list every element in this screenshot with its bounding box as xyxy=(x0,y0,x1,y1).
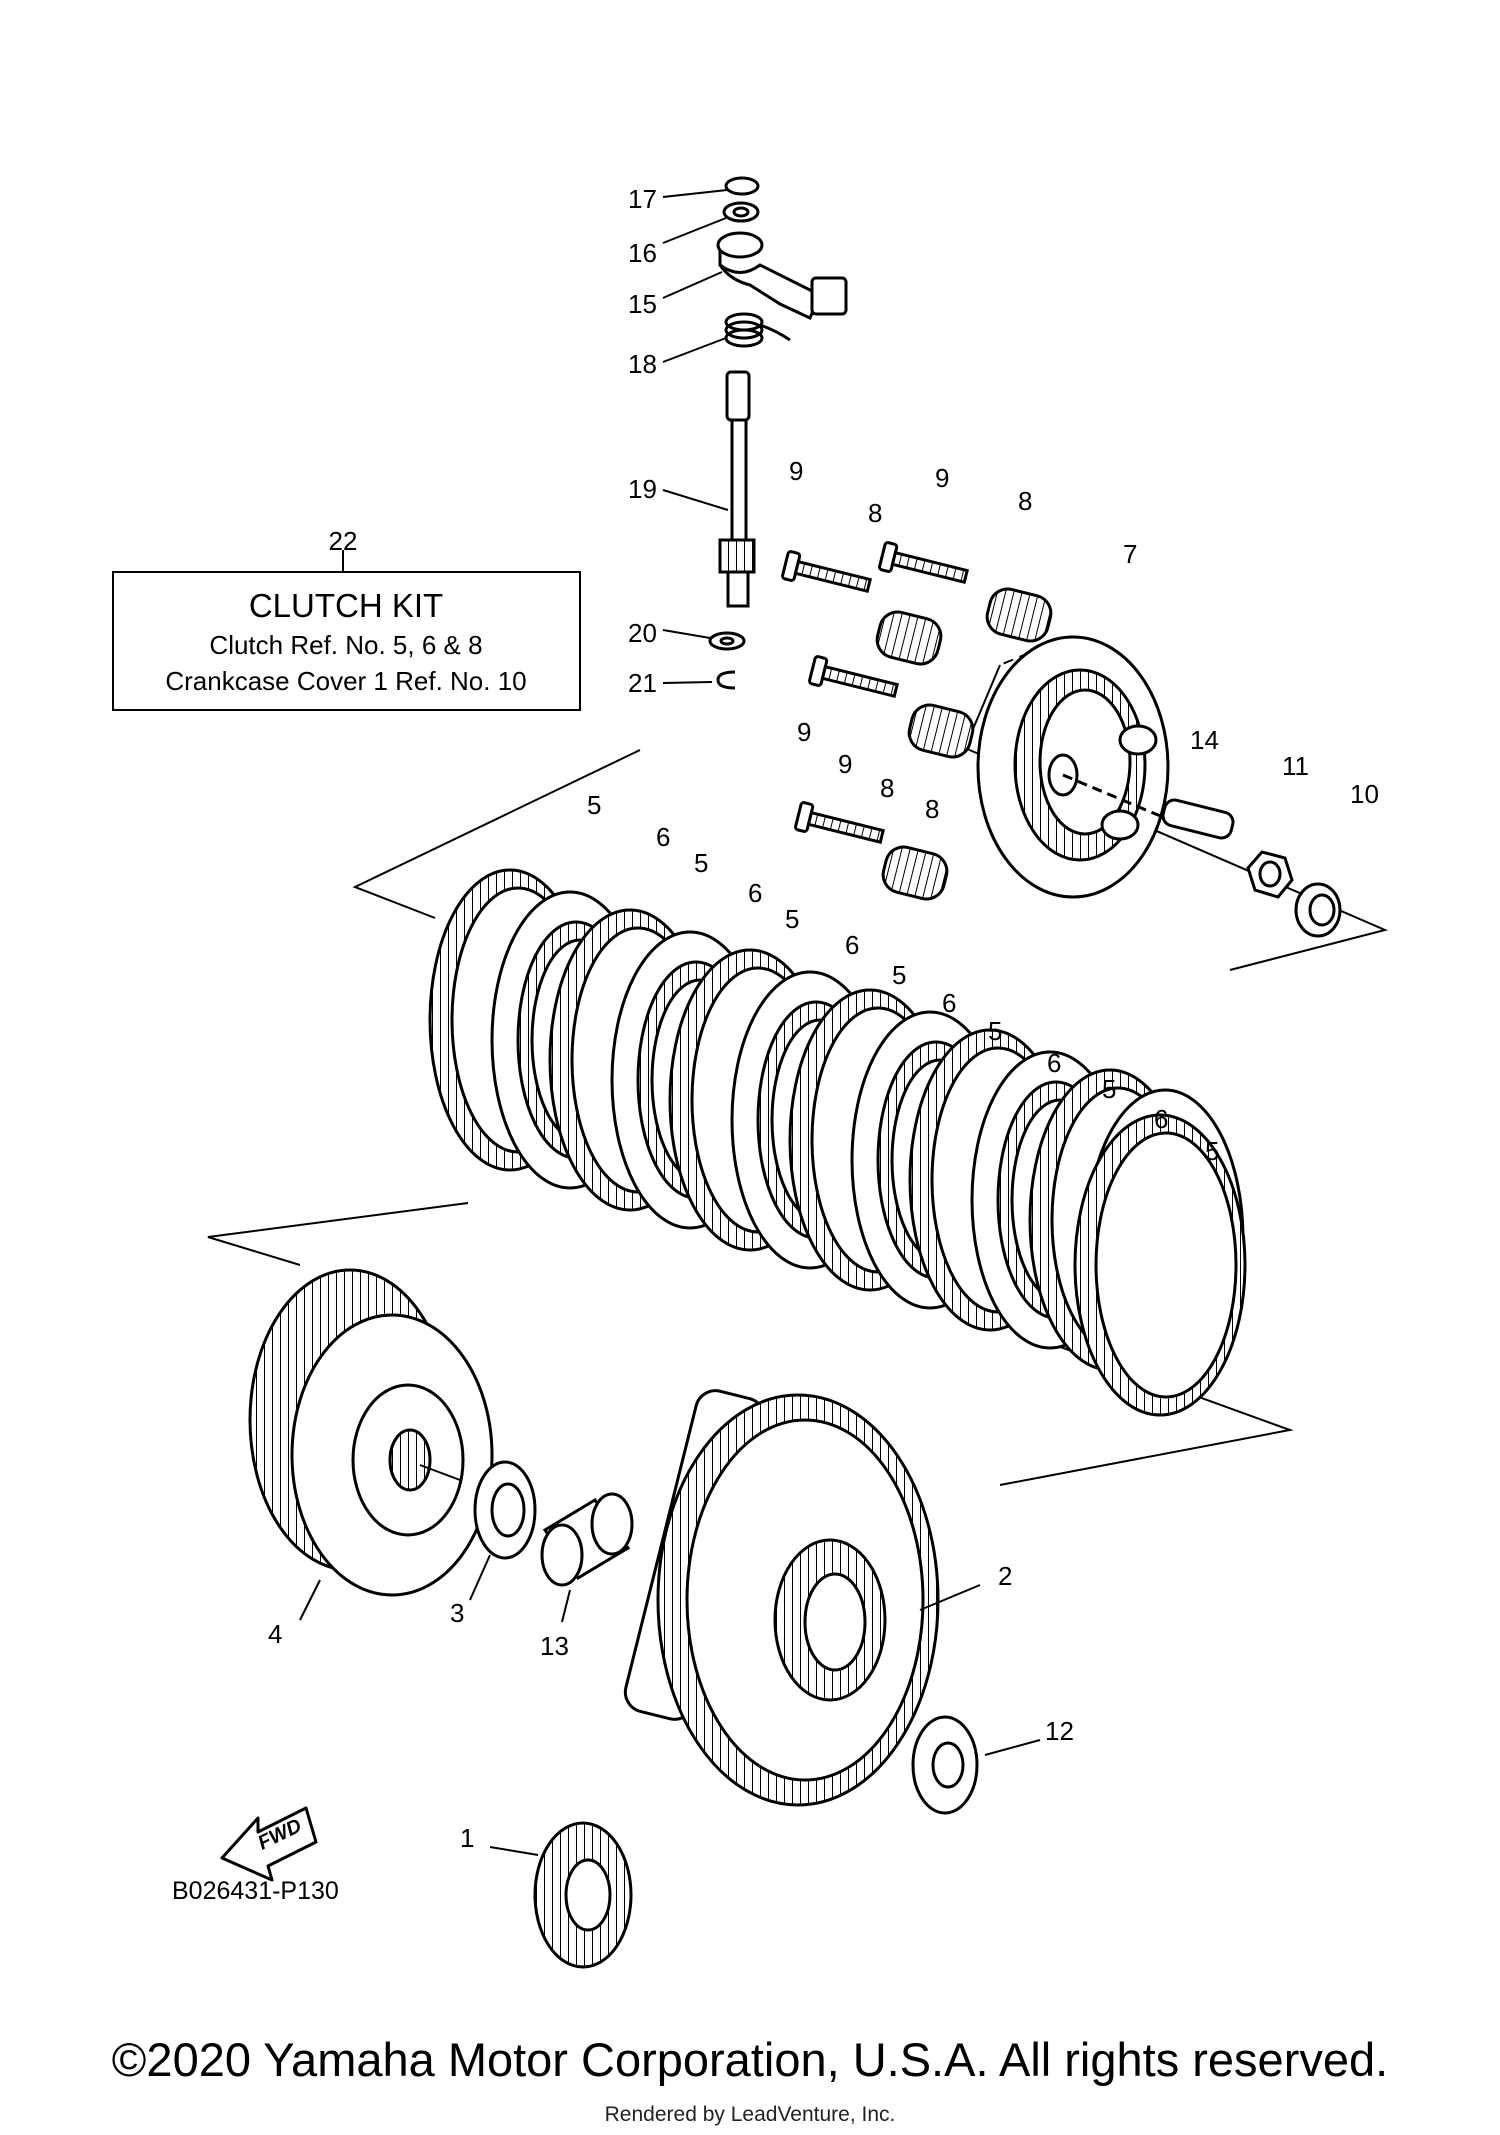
part-16-washer xyxy=(662,201,760,244)
callout-5c: 5 xyxy=(785,904,799,934)
callout-15: 15 xyxy=(628,289,657,319)
clutch-exploded-diagram: 22 CLUTCH KIT Clutch Ref. No. 5, 6 & 8 C… xyxy=(112,176,1389,1969)
callout-6d: 6 xyxy=(942,988,956,1018)
callout-18: 18 xyxy=(628,349,657,379)
clutch-plate-stack xyxy=(428,868,1247,1417)
part-11-nut xyxy=(1246,850,1294,899)
callout-5g: 5 xyxy=(1205,1136,1219,1166)
part-19-push-lever-shaft xyxy=(662,370,756,608)
kit-title: CLUTCH KIT xyxy=(249,587,443,624)
part-10-lock-washer xyxy=(1294,882,1342,938)
callout-8d: 8 xyxy=(925,794,939,824)
callout-2: 2 xyxy=(998,1561,1012,1591)
callout-8a: 8 xyxy=(868,498,882,528)
callout-5f: 5 xyxy=(1102,1074,1116,1104)
copyright-notice: ©2020 Yamaha Motor Corporation, U.S.A. A… xyxy=(111,2033,1389,2086)
fwd-arrow-icon: FWD xyxy=(220,1806,318,1882)
part-9-bolts xyxy=(781,541,970,845)
callout-13: 13 xyxy=(540,1631,569,1661)
callout-8b: 8 xyxy=(1018,486,1032,516)
part-7-pressure-plate xyxy=(976,635,1170,899)
part-14-push-rod xyxy=(1062,773,1235,840)
callout-9c: 9 xyxy=(797,717,811,747)
callout-9a: 9 xyxy=(789,456,803,486)
callout-6c: 6 xyxy=(845,930,859,960)
part-12-washer xyxy=(911,1715,1041,1815)
kit-line-crankcase: Crankcase Cover 1 Ref. No. 10 xyxy=(165,666,526,696)
callout-12: 12 xyxy=(1045,1716,1074,1746)
part-17-circlip xyxy=(662,176,760,198)
callout-5b: 5 xyxy=(694,848,708,878)
part-3-thrust-washer xyxy=(469,1460,537,1601)
callout-11: 11 xyxy=(1282,751,1309,781)
clutch-kit-box: 22 CLUTCH KIT Clutch Ref. No. 5, 6 & 8 C… xyxy=(112,526,581,711)
callout-labels: 17 16 15 18 19 20 21 9 8 9 8 7 9 8 14 11… xyxy=(268,184,1379,1853)
part-1-primary-drive-gear xyxy=(489,1821,633,1969)
callout-14: 14 xyxy=(1190,725,1219,755)
part-8-springs xyxy=(875,587,1053,901)
part-13-bushing xyxy=(540,1492,634,1623)
part-21-e-clip xyxy=(662,670,736,690)
callout-9d: 9 xyxy=(838,749,852,779)
part-18-spring xyxy=(662,312,791,363)
callout-6e: 6 xyxy=(1047,1048,1061,1078)
kit-line-clutch: Clutch Ref. No. 5, 6 & 8 xyxy=(209,630,482,660)
callout-5e: 5 xyxy=(988,1016,1002,1046)
callout-4: 4 xyxy=(268,1619,282,1649)
callout-5a: 5 xyxy=(587,790,601,820)
callout-21: 21 xyxy=(628,668,657,698)
callout-10: 10 xyxy=(1350,779,1379,809)
callout-6b: 6 xyxy=(748,878,762,908)
callout-1: 1 xyxy=(460,1823,474,1853)
callout-3: 3 xyxy=(450,1598,464,1628)
part-2-clutch-housing xyxy=(623,1389,981,1807)
callout-16: 16 xyxy=(628,238,657,268)
callout-8c: 8 xyxy=(880,773,894,803)
callout-7: 7 xyxy=(1123,539,1137,569)
part-15-push-lever xyxy=(662,231,848,321)
kit-reference-number: 22 xyxy=(329,526,358,556)
part-4-clutch-boss xyxy=(248,1268,494,1621)
rendered-by-credit: Rendered by LeadVenture, Inc. xyxy=(604,2103,896,2126)
callout-6a: 6 xyxy=(656,822,670,852)
callout-6f: 6 xyxy=(1154,1104,1168,1134)
callout-17: 17 xyxy=(628,184,657,214)
callout-5d: 5 xyxy=(892,960,906,990)
plate-5-g xyxy=(1073,1113,1247,1417)
callout-19: 19 xyxy=(628,474,657,504)
callout-20: 20 xyxy=(628,618,657,648)
callout-9b: 9 xyxy=(935,463,949,493)
drawing-code: B026431-P130 xyxy=(172,1877,339,1905)
part-20-washer xyxy=(662,629,746,651)
